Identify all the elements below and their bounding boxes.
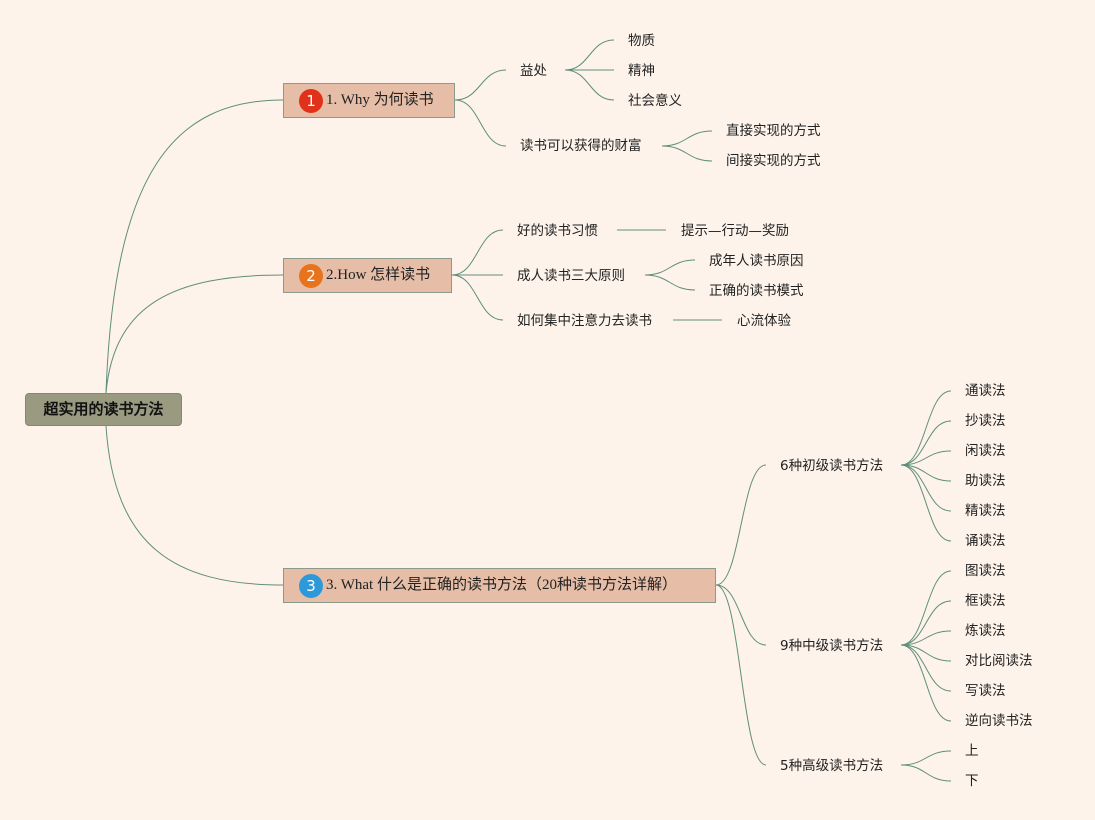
connector — [661, 145, 713, 162]
root-connector — [105, 274, 284, 394]
leaf-method[interactable]: 抄读法 — [965, 413, 1006, 429]
connector — [900, 600, 952, 646]
leaf-method[interactable]: 图读法 — [965, 563, 1006, 579]
leaf-method[interactable]: 精读法 — [965, 503, 1006, 519]
connector — [451, 229, 504, 276]
leaf-method[interactable]: 写读法 — [965, 683, 1006, 699]
leaf-material[interactable]: 物质 — [628, 33, 655, 49]
topic-principles[interactable]: 成人读书三大原则 — [517, 268, 625, 284]
branch-label: 3. What 什么是正确的读书方法（20种读书方法详解） — [326, 577, 677, 593]
connector — [454, 99, 507, 147]
number-2-icon: 2 — [299, 264, 323, 288]
connector — [564, 69, 615, 101]
leaf-indirect[interactable]: 间接实现的方式 — [726, 153, 821, 169]
root-topic[interactable]: 超实用的读书方法 — [25, 393, 182, 426]
leaf-method[interactable]: 诵读法 — [965, 533, 1006, 549]
leaf-method[interactable]: 炼读法 — [965, 623, 1006, 639]
connector — [644, 259, 696, 276]
connector — [900, 644, 952, 692]
branch-label: 2.How 怎样读书 — [326, 267, 431, 283]
topic-benefits[interactable]: 益处 — [520, 63, 547, 79]
connector — [900, 464, 952, 512]
leaf-method[interactable]: 框读法 — [965, 593, 1006, 609]
connector — [715, 584, 767, 646]
number-3-icon: 3 — [299, 574, 323, 598]
topic-habits[interactable]: 好的读书习惯 — [517, 223, 598, 239]
connector — [900, 464, 952, 482]
connector — [715, 584, 767, 766]
connector — [900, 420, 952, 466]
leaf-method[interactable]: 逆向读书法 — [965, 713, 1033, 729]
leaf-method-lower[interactable]: 下 — [965, 773, 979, 789]
root-connector — [105, 425, 284, 586]
connector — [564, 39, 615, 71]
connector — [900, 390, 952, 466]
connector — [454, 69, 507, 101]
branch-why[interactable]: 1 1. Why 为何读书 — [283, 83, 455, 118]
topic-intermediate-methods[interactable]: 9种中级读书方法 — [780, 638, 884, 654]
leaf-direct[interactable]: 直接实现的方式 — [726, 123, 821, 139]
connector — [900, 570, 952, 646]
leaf-method[interactable]: 对比阅读法 — [965, 653, 1033, 669]
leaf-spirit[interactable]: 精神 — [628, 63, 655, 79]
topic-wealth[interactable]: 读书可以获得的财富 — [520, 138, 642, 154]
number-1-icon: 1 — [299, 89, 323, 113]
connector — [900, 764, 952, 782]
topic-advanced-methods[interactable]: 5种高级读书方法 — [780, 758, 884, 774]
leaf-method[interactable]: 助读法 — [965, 473, 1006, 489]
connector — [900, 464, 952, 542]
leaf-cue-action-reward[interactable]: 提示—行动—奖励 — [681, 223, 789, 239]
branch-how[interactable]: 2 2.How 怎样读书 — [283, 258, 452, 293]
leaf-method-upper[interactable]: 上 — [965, 743, 979, 759]
connector — [900, 750, 952, 766]
branch-label: 1. Why 为何读书 — [326, 92, 434, 108]
leaf-method[interactable]: 闲读法 — [965, 443, 1006, 459]
leaf-method[interactable]: 通读法 — [965, 383, 1006, 399]
connector — [451, 274, 504, 321]
connector — [900, 630, 952, 646]
leaf-social-meaning[interactable]: 社会意义 — [628, 93, 682, 109]
connector — [661, 130, 713, 147]
branch-what[interactable]: 3 3. What 什么是正确的读书方法（20种读书方法详解） — [283, 568, 716, 603]
root-connector — [105, 99, 284, 394]
leaf-correct-mode[interactable]: 正确的读书模式 — [709, 283, 804, 299]
connector — [715, 464, 767, 586]
connector — [900, 644, 952, 662]
topic-focus[interactable]: 如何集中注意力去读书 — [517, 313, 652, 329]
connector — [644, 274, 696, 291]
leaf-flow[interactable]: 心流体验 — [737, 313, 791, 329]
connector — [900, 450, 952, 466]
topic-basic-methods[interactable]: 6种初级读书方法 — [780, 458, 884, 474]
leaf-reasons[interactable]: 成年人读书原因 — [709, 253, 804, 269]
connector — [900, 644, 952, 722]
